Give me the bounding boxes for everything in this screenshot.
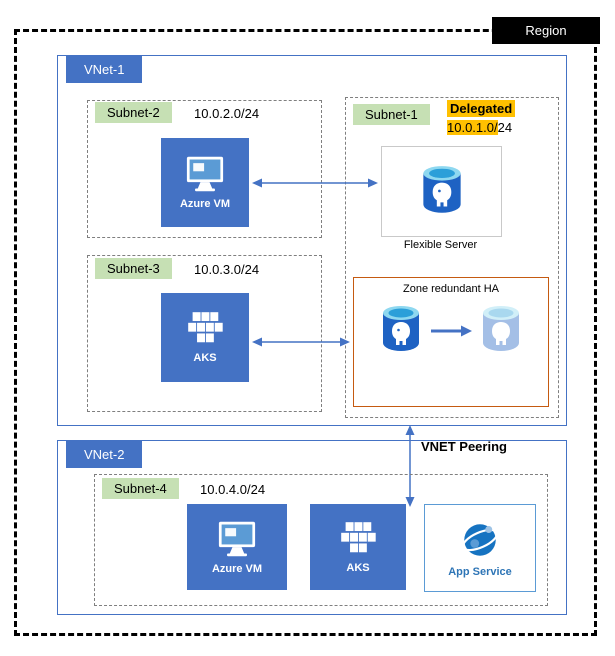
subnet4-label: Subnet-4: [102, 478, 179, 499]
monitor-icon: [186, 156, 224, 192]
region-label: Region: [492, 17, 600, 44]
subnet1-cidr-rest: 24: [497, 120, 513, 135]
postgresql-database-icon: [422, 165, 461, 213]
subnet1-boundary: [345, 97, 559, 418]
subnet3-label: Subnet-3: [95, 258, 172, 279]
globe-icon: [461, 523, 499, 556]
containers-icon: [188, 312, 223, 343]
aks-label: AKS: [193, 352, 217, 364]
ha-replica-row: [379, 303, 523, 359]
vnet-peering-label: VNET Peering: [421, 439, 507, 454]
region-boundary: [14, 29, 597, 636]
aks-vnet2: AKS: [310, 504, 406, 590]
azure-vm-label: Azure VM: [211, 562, 263, 575]
vnet1-label: VNet-1: [66, 56, 143, 83]
aks-vnet1: AKS: [161, 293, 249, 382]
zone-redundant-ha-label: Zone redundant HA: [402, 283, 499, 295]
subnet1-cidr: 10.0.1.0/24: [447, 120, 512, 135]
vnet2-boundary: [57, 440, 567, 615]
subnet4-cidr: 10.0.4.0/24: [200, 482, 266, 497]
subnet2-boundary: [87, 100, 322, 238]
monitor-icon: [218, 521, 256, 556]
azure-vm-vnet1: Azure VM: [161, 138, 249, 227]
azure-vm-label: Azure VM: [179, 198, 231, 210]
vnet1-boundary: [57, 55, 567, 426]
flexible-server-box: [381, 146, 502, 237]
aks-label: AKS: [346, 561, 370, 574]
subnet4-boundary: [94, 474, 548, 606]
subnet3-boundary: [87, 255, 322, 412]
replication-arrow-icon: [431, 325, 472, 337]
delegated-badge: Delegated: [447, 100, 516, 117]
zone-redundant-ha-box: Zone redundant HA: [353, 277, 549, 407]
arrow-aks-to-ha: [252, 337, 350, 347]
subnet3-cidr: 10.0.3.0/24: [194, 262, 260, 277]
subnet1-label: Subnet-1: [353, 104, 430, 125]
subnet2-cidr: 10.0.2.0/24: [194, 106, 260, 121]
subnet1-cidr-highlight: 10.0.1.0/: [447, 120, 498, 135]
flexible-server-label: Flexible Server: [403, 239, 478, 251]
postgresql-primary-icon: [383, 306, 419, 351]
arrow-vm-to-flexible-server: [252, 178, 378, 188]
azure-vm-vnet2: Azure VM: [187, 504, 287, 590]
subnet2-label: Subnet-2: [95, 102, 172, 123]
app-service: App Service: [424, 504, 536, 592]
arrow-vnet-peering: [405, 425, 415, 507]
containers-icon: [341, 521, 376, 552]
vnet2-label: VNet-2: [66, 441, 143, 468]
postgresql-standby-icon: [483, 306, 519, 351]
app-service-label: App Service: [448, 565, 512, 578]
